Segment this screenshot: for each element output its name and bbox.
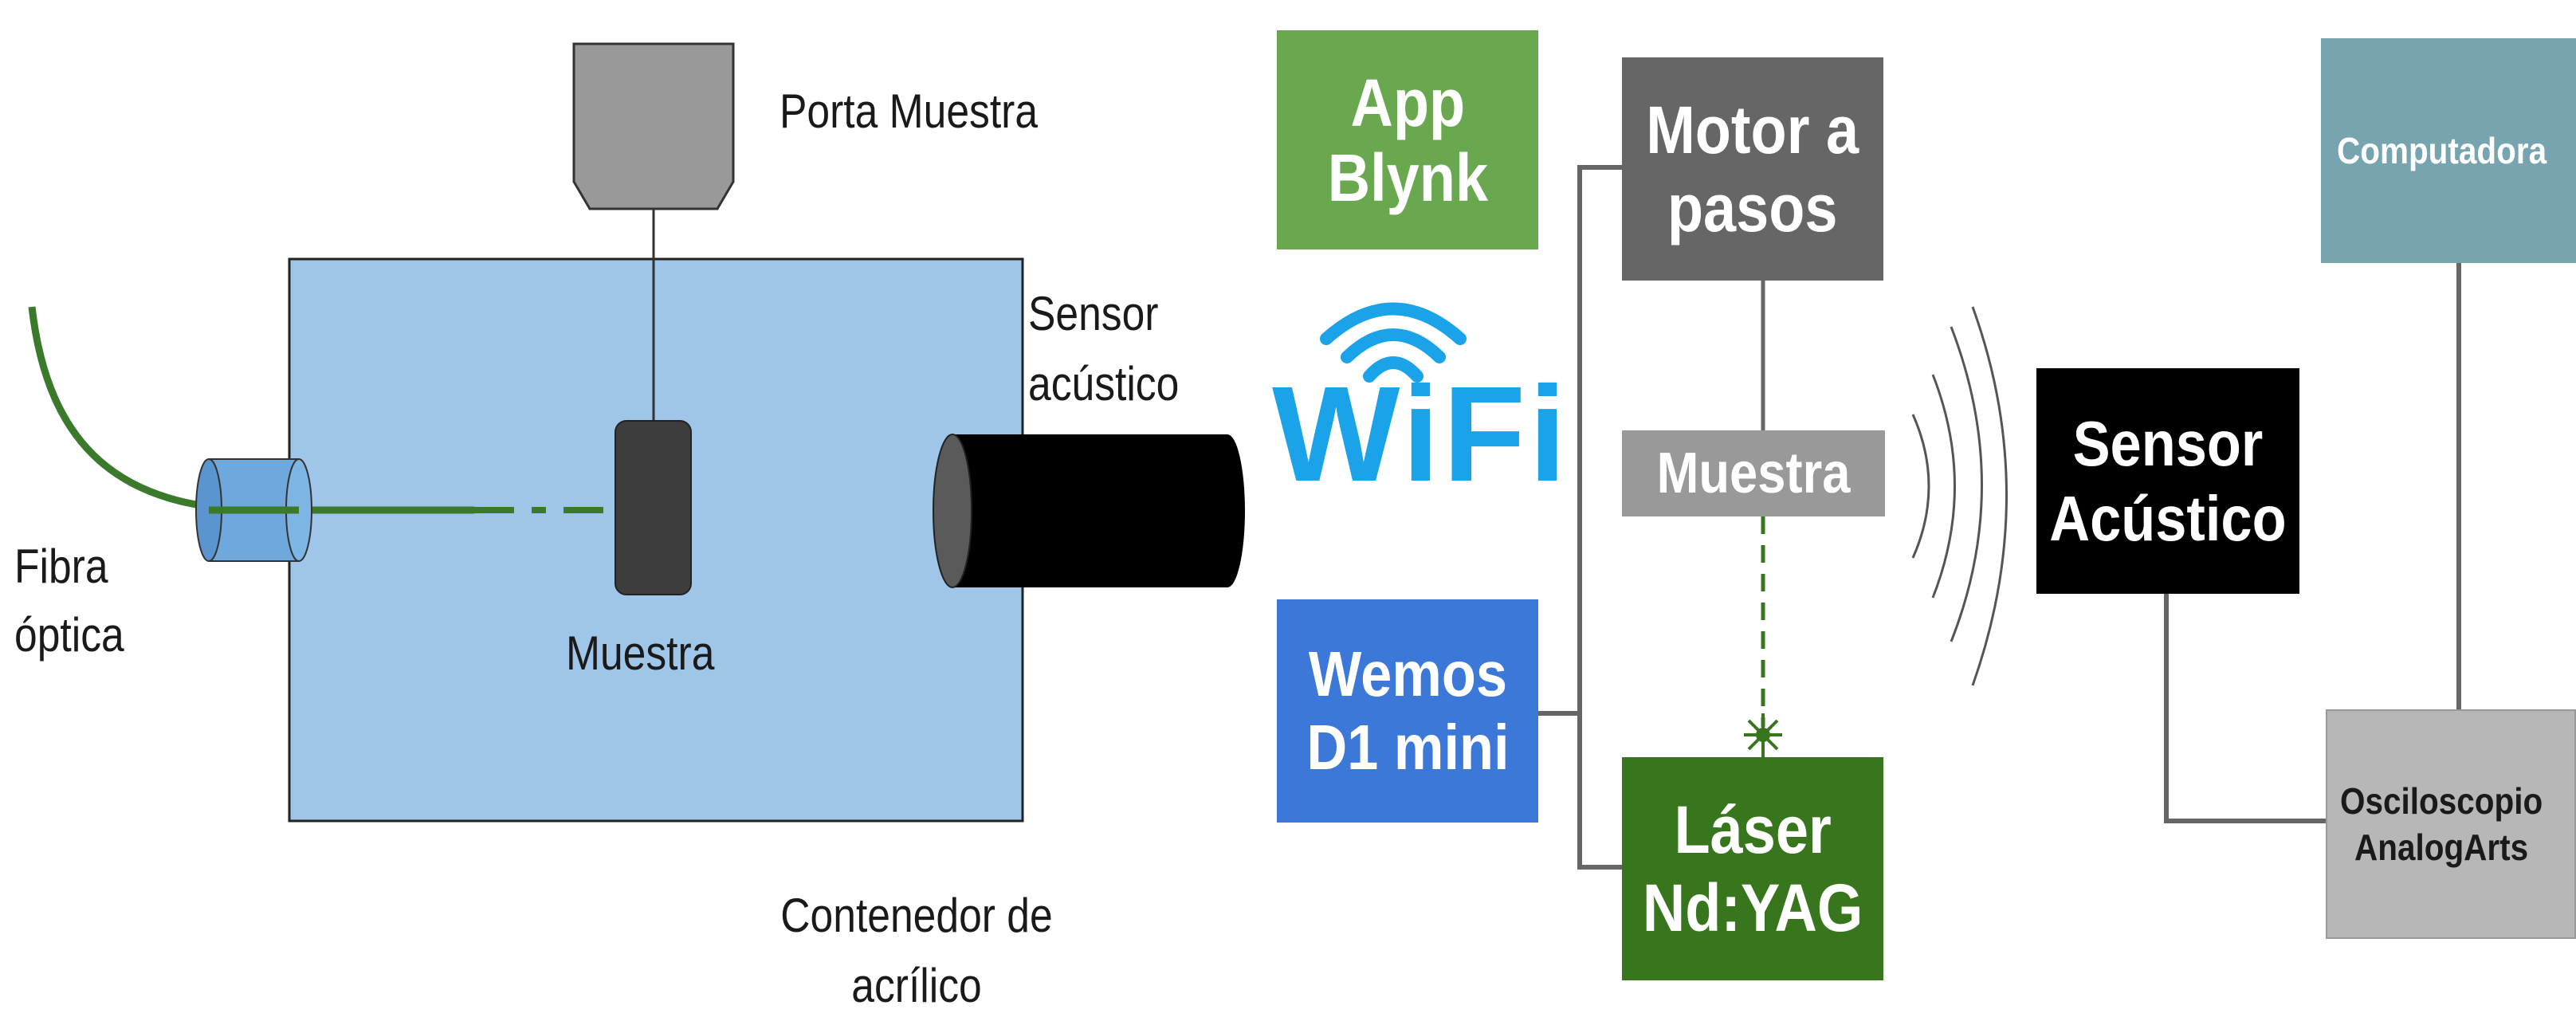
osciloscopio-box: Osciloscopio AnalogArts	[2326, 709, 2576, 939]
wemos-box: Wemos D1 mini	[1277, 599, 1538, 823]
wifi-text: WiFi	[1272, 359, 1570, 510]
fibra-optica-label: Fibra óptica	[14, 540, 124, 662]
motor-box: Motor a pasos	[1622, 57, 1883, 281]
bus-line	[1577, 165, 1622, 870]
motor-label: Motor a pasos	[1646, 92, 1859, 245]
porta-muestra-label: Porta Muestra	[779, 84, 1039, 138]
laser-label: Láser Nd:YAG	[1642, 792, 1863, 945]
sample	[615, 420, 692, 595]
sensor-box: Sensor Acústico	[2036, 368, 2299, 594]
computadora-label: Computadora	[2337, 130, 2547, 171]
wemos-label: Wemos D1 mini	[1306, 638, 1510, 783]
muestra-box: Muestra	[1622, 430, 1885, 516]
app-blynk-box: App Blynk	[1277, 30, 1538, 249]
muestra-box-label: Muestra	[1656, 442, 1851, 505]
contenedor-label: Contenedor de acrílico	[780, 889, 1053, 1012]
laser-box: Láser Nd:YAG	[1622, 757, 1883, 980]
app-blynk-label: App Blynk	[1327, 65, 1488, 215]
computadora-box: Computadora	[2321, 38, 2576, 263]
sample-holder	[572, 42, 735, 210]
osciloscopio-label: Osciloscopio AnalogArts	[2340, 780, 2543, 868]
wifi-icon	[1320, 302, 1467, 383]
acoustic-sensor-body	[952, 434, 1227, 587]
muestra-label: Muestra	[566, 626, 715, 680]
sensor-acustico-label: Sensor acústico	[1028, 287, 1180, 410]
acoustic-waves-icon	[1911, 306, 2008, 686]
sensor-label: Sensor Acústico	[2049, 407, 2287, 554]
acoustic-sensor-face	[933, 434, 972, 588]
